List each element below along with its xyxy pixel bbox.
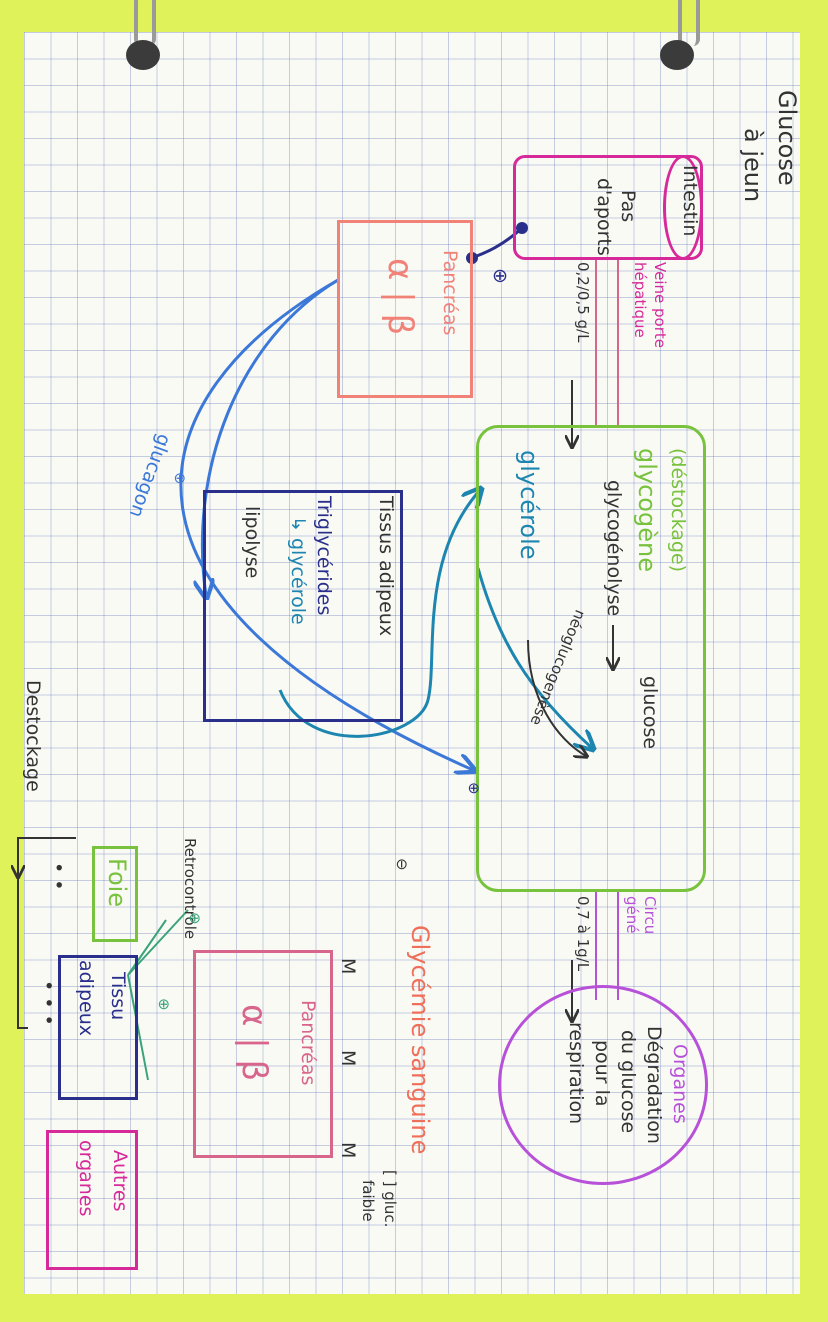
title-glucose: Glucose <box>773 90 801 186</box>
glycogene-text: glycogène <box>633 448 661 572</box>
tissu-plus: ⊕ <box>155 998 173 1011</box>
circu-label-2: géné <box>623 896 641 934</box>
glucagon-to-tissu-arrow <box>202 278 339 596</box>
legend-bracket: [ ] gluc. <box>381 1170 399 1228</box>
glycogenolyse-text: glycogénolyse <box>603 480 625 617</box>
foie-label: Foie <box>103 858 131 908</box>
destockage-heading: (déstockage) <box>667 448 689 573</box>
binder-hole-bottom <box>660 40 694 70</box>
glucagon-plus-sign: ⊕ <box>171 472 189 485</box>
glycerole-transfer-arrow <box>278 490 480 738</box>
pancreas-top-plus-sign: ⊕ <box>489 268 511 284</box>
circu-label-1: Circu <box>641 896 659 935</box>
intestin-label: Intestin <box>679 165 701 237</box>
pancreas-bottom-label: Pancréas <box>297 1000 319 1086</box>
intestin-daports: d'aports <box>593 178 615 256</box>
autres-line-2: organes <box>75 1140 97 1217</box>
veine-label-2: hépatique <box>631 262 649 338</box>
tissu-bottom-line-1: Tissu <box>107 972 129 1021</box>
binder-hole-top <box>126 40 160 70</box>
tissu-bottom-line-2: adipeux <box>75 960 97 1037</box>
receptor-glyph-3: M <box>337 1142 359 1159</box>
glycerole-to-neoglucogenese-arrow <box>476 567 592 748</box>
glucose-text: glucose <box>639 676 661 750</box>
retrocontrole-bracket <box>17 837 76 1029</box>
autres-line-1: Autres <box>109 1150 131 1212</box>
pancreas-top-label: Pancréas <box>439 250 461 336</box>
destockage-label: Destockage <box>22 680 44 792</box>
organes-line-1: Dégradation <box>643 1026 665 1144</box>
pancreas-to-tissu-line <box>127 974 149 1081</box>
lipolyse-text: lipolyse <box>241 506 263 579</box>
organes-title: Organes <box>669 1044 691 1124</box>
organes-line-4: respiration <box>565 1022 587 1125</box>
title-a-jeun: à jeun <box>739 128 767 203</box>
link-dot-b <box>466 252 478 264</box>
grid-paper <box>24 32 800 1294</box>
binder-ring-top <box>134 0 156 46</box>
circu-value: 0,7 à 1g/L <box>574 896 592 972</box>
organes-line-2: du glucose <box>617 1030 639 1134</box>
triglycerides-text: Triglycérides <box>313 496 335 616</box>
glucagon-to-foie-arrow <box>179 278 473 770</box>
legend-faible: faible <box>359 1180 377 1222</box>
link-dot-a <box>516 222 528 234</box>
intestin-pas: Pas <box>617 190 639 223</box>
glycemie-sanguine-title: Glycémie sanguine <box>406 925 434 1155</box>
organes-line-3: pour la <box>591 1040 613 1107</box>
foie-plus-sign: ⊕ <box>465 782 483 795</box>
veine-value: 0,2/0,5 g/L <box>574 262 592 343</box>
glycerole-text: glycérole <box>515 450 543 560</box>
pancreas-bottom-cells: α | β <box>234 1004 274 1082</box>
glucose-dots-foie: • • <box>47 862 69 891</box>
binder-ring-bottom <box>678 0 700 46</box>
pancreas-top-cells: α | β <box>380 258 420 336</box>
tissu-glycerole-text: ↳ glycérole <box>287 516 309 625</box>
glycogenolyse-curve <box>527 639 586 756</box>
receptor-glyph-2: M <box>337 1050 359 1067</box>
foie-plus: ⊕ <box>186 912 204 925</box>
tissu-top-title: Tissus adipeux <box>375 496 397 637</box>
retrocontrole-minus-sign: ⊖ <box>393 858 411 871</box>
veine-label-1: Veine porte <box>651 262 669 348</box>
receptor-glyph-1: M <box>337 958 359 975</box>
glucose-dots-tissu: • • • <box>37 980 59 1026</box>
